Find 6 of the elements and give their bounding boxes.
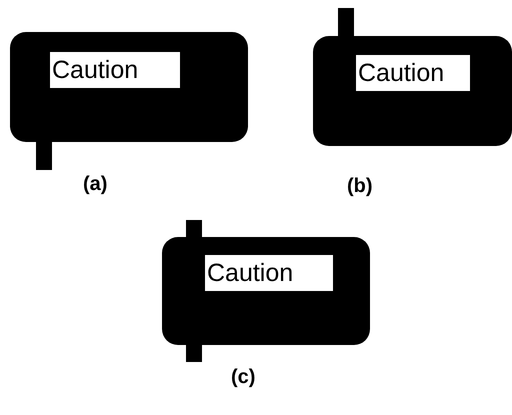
panel-caption: (b)	[347, 175, 373, 198]
panel-caption: (c)	[231, 366, 256, 389]
sign-label: Caution	[205, 255, 333, 291]
sign-label: Caution	[50, 52, 180, 88]
sign-label: Caution	[356, 55, 470, 91]
panel-caption: (a)	[83, 173, 108, 196]
